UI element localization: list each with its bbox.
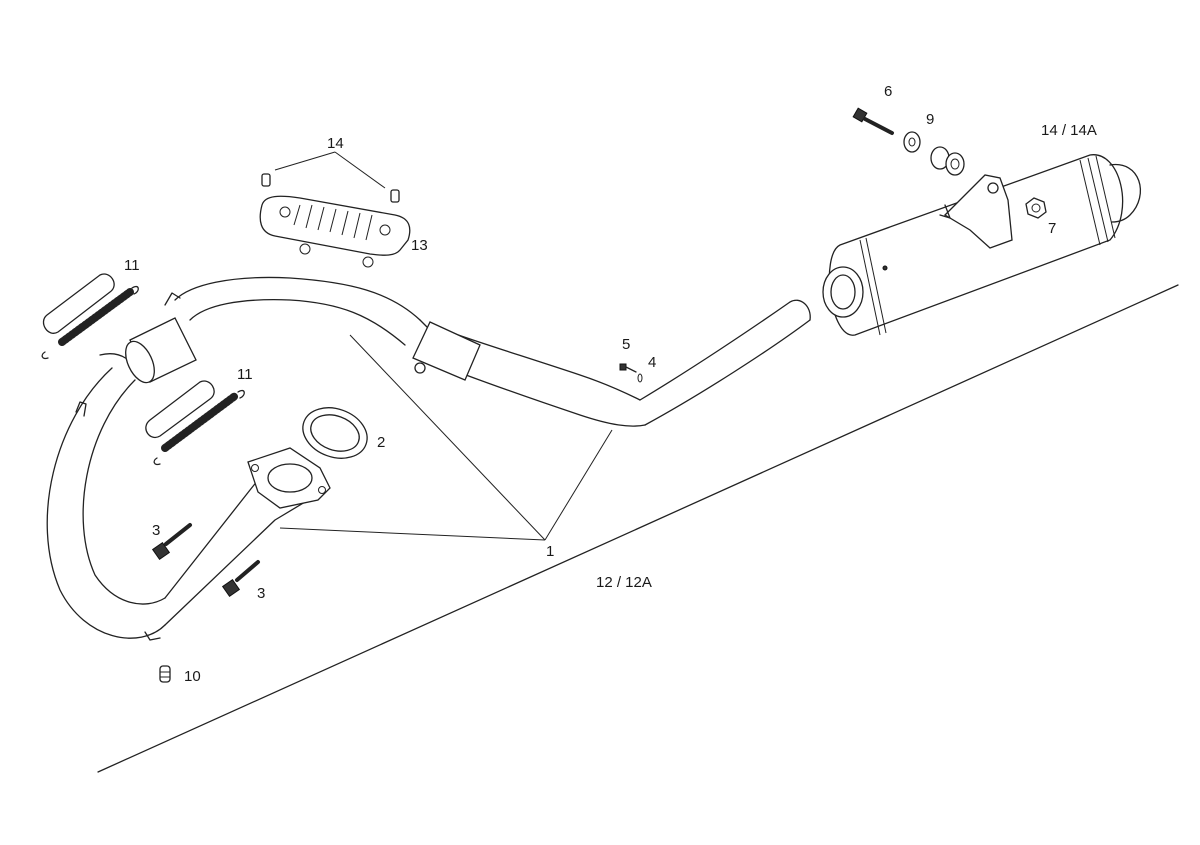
label-part-2: 2 (377, 434, 385, 451)
mid-pipe (125, 276, 811, 427)
label-part-10: 10 (184, 668, 201, 685)
label-part-14-14A: 14 / 14A (1041, 122, 1097, 139)
label-part-6: 6 (884, 83, 892, 100)
nut-part-7 (1025, 197, 1047, 219)
washer-part-9 (903, 131, 965, 176)
bolt-part-3-upper (151, 523, 192, 561)
label-part-14: 14 (327, 135, 344, 152)
label-part-7: 7 (1048, 220, 1056, 237)
label-part-11-lower: 11 (237, 366, 253, 383)
washer-part-4 (637, 373, 643, 383)
baseline-line (97, 284, 1179, 773)
spring-sleeve-part-11-upper (41, 273, 139, 360)
label-part-3-upper: 3 (152, 522, 160, 539)
label-part-9: 9 (926, 111, 934, 128)
muffler (822, 154, 1141, 336)
spring-sleeve-part-11-lower (145, 380, 245, 466)
label-part-3-lower: 3 (257, 585, 265, 602)
label-part-11-upper: 11 (124, 257, 140, 274)
bolt-part-10 (159, 665, 171, 683)
gasket-part-2 (302, 407, 368, 459)
label-part-5: 5 (622, 336, 630, 353)
label-part-13: 13 (411, 237, 428, 254)
label-part-12-12A: 12 / 12A (596, 574, 652, 591)
header-pipe (46, 353, 331, 641)
heat-shield-part-13 (259, 195, 411, 268)
screws-part-14 (261, 151, 400, 203)
bolt-part-6 (852, 107, 894, 135)
label-part-4: 4 (648, 354, 656, 371)
part-labels: 1 2 3 3 4 5 6 7 9 10 11 11 13 14 14 / 14… (124, 83, 1097, 685)
leader-lines-part-1 (279, 334, 613, 541)
label-part-1: 1 (546, 543, 554, 560)
screw-part-5 (619, 363, 637, 373)
bolt-part-3-lower (221, 560, 260, 598)
